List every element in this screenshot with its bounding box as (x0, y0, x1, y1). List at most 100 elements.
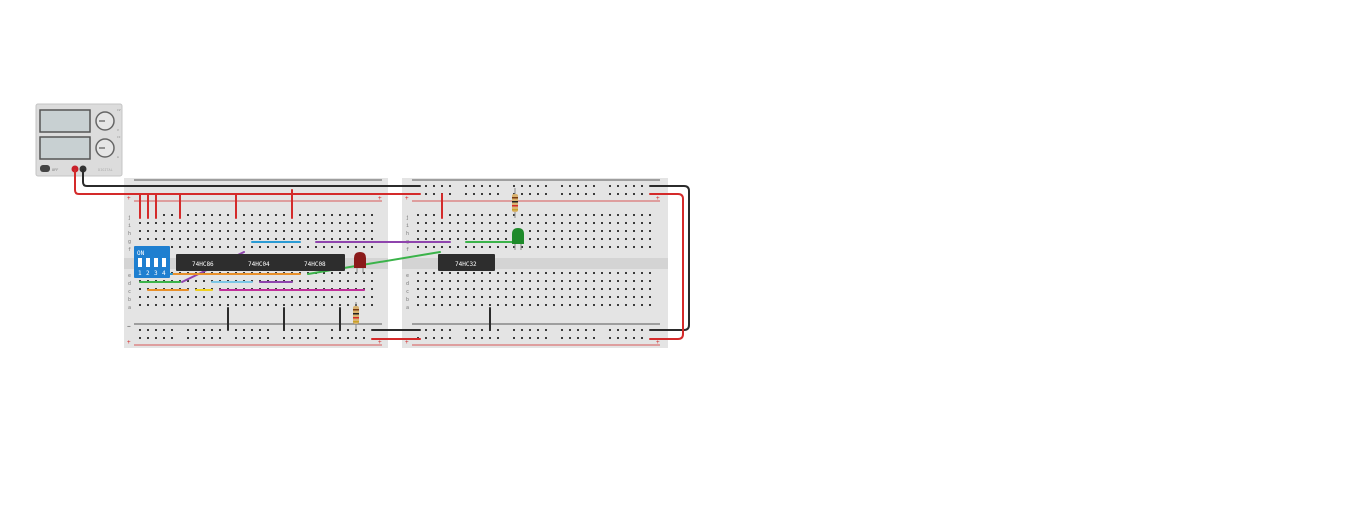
breadboard-hole[interactable] (537, 296, 539, 298)
breadboard-hole[interactable] (465, 193, 467, 195)
breadboard-hole[interactable] (625, 329, 627, 331)
breadboard-hole[interactable] (633, 280, 635, 282)
breadboard-hole[interactable] (625, 238, 627, 240)
breadboard-hole[interactable] (449, 230, 451, 232)
breadboard-hole[interactable] (203, 238, 205, 240)
breadboard-hole[interactable] (433, 272, 435, 274)
breadboard-hole[interactable] (529, 230, 531, 232)
breadboard-hole[interactable] (323, 296, 325, 298)
breadboard-hole[interactable] (449, 296, 451, 298)
breadboard-hole[interactable] (417, 214, 419, 216)
breadboard-hole[interactable] (505, 222, 507, 224)
breadboard-hole[interactable] (569, 304, 571, 306)
breadboard-hole[interactable] (569, 193, 571, 195)
breadboard-hole[interactable] (609, 238, 611, 240)
breadboard-hole[interactable] (601, 230, 603, 232)
breadboard-hole[interactable] (425, 304, 427, 306)
breadboard-hole[interactable] (243, 304, 245, 306)
breadboard-hole[interactable] (537, 214, 539, 216)
breadboard-hole[interactable] (521, 329, 523, 331)
breadboard-hole[interactable] (497, 280, 499, 282)
breadboard-hole[interactable] (633, 222, 635, 224)
breadboard-hole[interactable] (347, 230, 349, 232)
breadboard-hole[interactable] (179, 296, 181, 298)
breadboard-hole[interactable] (593, 185, 595, 187)
breadboard-hole[interactable] (179, 238, 181, 240)
breadboard-hole[interactable] (449, 288, 451, 290)
breadboard-hole[interactable] (235, 304, 237, 306)
breadboard-hole[interactable] (577, 296, 579, 298)
breadboard-hole[interactable] (601, 280, 603, 282)
breadboard-hole[interactable] (187, 238, 189, 240)
breadboard-hole[interactable] (633, 288, 635, 290)
breadboard-hole[interactable] (585, 246, 587, 248)
breadboard-hole[interactable] (331, 238, 333, 240)
breadboard-hole[interactable] (553, 214, 555, 216)
breadboard-hole[interactable] (203, 222, 205, 224)
breadboard-hole[interactable] (513, 304, 515, 306)
breadboard-hole[interactable] (513, 214, 515, 216)
breadboard-hole[interactable] (441, 304, 443, 306)
breadboard-hole[interactable] (211, 246, 213, 248)
breadboard-hole[interactable] (417, 238, 419, 240)
breadboard-hole[interactable] (585, 238, 587, 240)
breadboard-hole[interactable] (545, 193, 547, 195)
breadboard-hole[interactable] (521, 214, 523, 216)
breadboard-hole[interactable] (617, 296, 619, 298)
breadboard-hole[interactable] (585, 230, 587, 232)
breadboard-hole[interactable] (433, 288, 435, 290)
breadboard-hole[interactable] (259, 304, 261, 306)
breadboard-hole[interactable] (585, 214, 587, 216)
breadboard-hole[interactable] (601, 214, 603, 216)
breadboard-hole[interactable] (505, 304, 507, 306)
breadboard-hole[interactable] (649, 272, 651, 274)
chip-74hc86[interactable]: 74HC86 (176, 254, 234, 271)
breadboard-hole[interactable] (529, 185, 531, 187)
breadboard-hole[interactable] (649, 288, 651, 290)
breadboard-hole[interactable] (291, 296, 293, 298)
breadboard-hole[interactable] (417, 280, 419, 282)
breadboard-hole[interactable] (251, 246, 253, 248)
breadboard-hole[interactable] (633, 296, 635, 298)
breadboard-hole[interactable] (441, 230, 443, 232)
breadboard-hole[interactable] (339, 214, 341, 216)
breadboard-hole[interactable] (569, 214, 571, 216)
breadboard-hole[interactable] (331, 272, 333, 274)
breadboard-hole[interactable] (187, 337, 189, 339)
breadboard-hole[interactable] (465, 230, 467, 232)
breadboard-hole[interactable] (497, 337, 499, 339)
breadboard-hole[interactable] (633, 238, 635, 240)
breadboard-hole[interactable] (633, 304, 635, 306)
breadboard-hole[interactable] (275, 304, 277, 306)
breadboard-hole[interactable] (307, 337, 309, 339)
breadboard-hole[interactable] (331, 337, 333, 339)
breadboard-hole[interactable] (449, 185, 451, 187)
breadboard-hole[interactable] (139, 304, 141, 306)
breadboard-hole[interactable] (251, 230, 253, 232)
wire-black-power[interactable] (82, 169, 381, 187)
breadboard-hole[interactable] (227, 222, 229, 224)
breadboard-hole[interactable] (641, 272, 643, 274)
breadboard-hole[interactable] (203, 304, 205, 306)
breadboard-hole[interactable] (617, 185, 619, 187)
power-switch[interactable] (40, 165, 50, 172)
breadboard-hole[interactable] (417, 304, 419, 306)
breadboard-hole[interactable] (299, 296, 301, 298)
breadboard-hole[interactable] (275, 230, 277, 232)
breadboard-hole[interactable] (235, 329, 237, 331)
breadboard-hole[interactable] (633, 272, 635, 274)
breadboard-hole[interactable] (609, 214, 611, 216)
breadboard-hole[interactable] (371, 288, 373, 290)
breadboard-hole[interactable] (315, 214, 317, 216)
breadboard-hole[interactable] (641, 193, 643, 195)
breadboard-hole[interactable] (481, 337, 483, 339)
breadboard-hole[interactable] (641, 238, 643, 240)
breadboard-hole[interactable] (473, 272, 475, 274)
breadboard-hole[interactable] (449, 238, 451, 240)
breadboard-hole[interactable] (593, 230, 595, 232)
breadboard-hole[interactable] (371, 304, 373, 306)
breadboard-hole[interactable] (299, 246, 301, 248)
breadboard-hole[interactable] (577, 288, 579, 290)
breadboard-hole[interactable] (561, 280, 563, 282)
breadboard-hole[interactable] (513, 272, 515, 274)
